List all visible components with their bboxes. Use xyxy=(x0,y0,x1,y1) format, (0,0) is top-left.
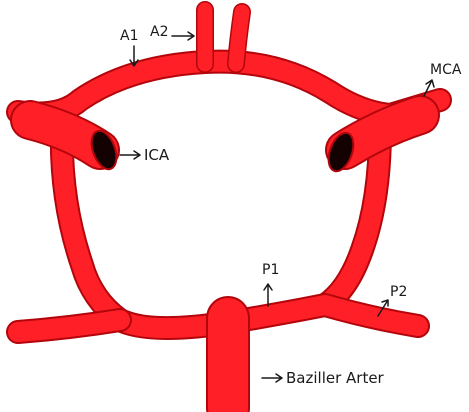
left-ica-stump xyxy=(30,120,100,150)
label-a2: A2 xyxy=(150,24,168,40)
vessel-network xyxy=(18,10,440,408)
a1-arrow xyxy=(130,46,138,66)
label-a1: A1 xyxy=(120,28,138,44)
basilar-arrow xyxy=(262,374,282,382)
label-p1: P1 xyxy=(262,262,279,278)
label-ica: ICA xyxy=(144,146,170,164)
ica-arrow xyxy=(120,151,140,159)
a2-arrow xyxy=(172,32,194,40)
label-p2: P2 xyxy=(390,284,407,300)
right-ica-stump xyxy=(345,115,420,150)
p1-arrow xyxy=(264,284,272,306)
right-a2 xyxy=(236,12,242,64)
label-basilar: Baziller Arter xyxy=(286,369,385,387)
label-mca: MCA xyxy=(430,62,462,78)
left-p2 xyxy=(18,320,120,332)
